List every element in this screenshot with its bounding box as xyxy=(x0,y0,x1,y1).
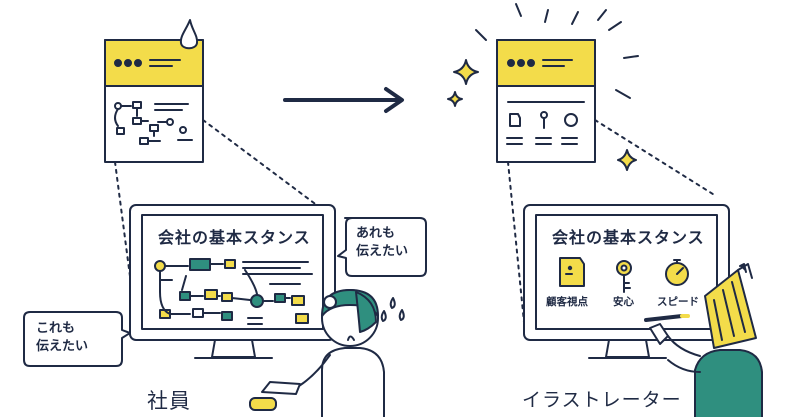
key-icon xyxy=(616,260,632,293)
illustrator-character xyxy=(644,263,763,417)
right-label-customer: 顧客視点 xyxy=(546,296,588,308)
stopwatch-icon xyxy=(665,259,689,286)
sparkle-icon xyxy=(447,59,637,171)
projection-lines-left xyxy=(114,119,319,323)
right-screen-title: 会社の基本スタンス xyxy=(552,228,705,247)
speech-bubble-right xyxy=(337,217,427,277)
monitor-left xyxy=(129,204,336,359)
arrow-right-icon xyxy=(283,87,404,113)
sweat-drops xyxy=(380,297,405,322)
projection-lines-right xyxy=(507,119,717,323)
document-icon xyxy=(559,257,585,287)
right-role-label: イラストレーター xyxy=(522,389,682,411)
right-label-safety: 安心 xyxy=(613,296,634,308)
shine-lines xyxy=(475,3,639,99)
employee-character xyxy=(249,289,385,417)
speech-bubble-left xyxy=(23,311,131,367)
cluttered-browser-window xyxy=(104,39,204,163)
left-bubble-right-text: あれも 伝えたい xyxy=(356,226,409,259)
right-label-speed: スピード xyxy=(657,296,699,308)
left-bubble-left-text: これも 伝えたい xyxy=(36,321,89,354)
water-drop-icon xyxy=(179,19,199,50)
left-screen-title: 会社の基本スタンス xyxy=(158,228,311,247)
left-role-label: 社員 xyxy=(147,389,191,413)
clean-browser-window xyxy=(496,39,596,163)
